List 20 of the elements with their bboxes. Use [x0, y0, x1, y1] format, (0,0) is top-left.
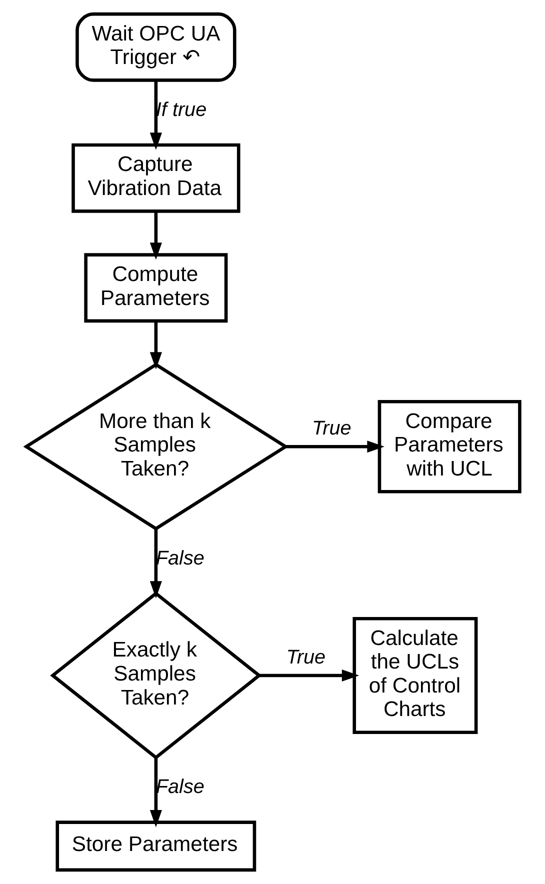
node-box: Calculate the UCLs of Control Charts: [352, 616, 478, 734]
node-diamond: Exactly k Samples Taken?: [50, 591, 262, 760]
arrow: [258, 669, 359, 682]
edge-label: True: [286, 646, 326, 669]
node-box: Capture Vibration Data: [71, 143, 240, 213]
arrow: [149, 80, 162, 150]
node-box: Wait OPC UA Trigger ↶: [75, 12, 236, 82]
arrow: [149, 758, 162, 828]
edge-label: False: [155, 547, 204, 570]
arrow: [149, 212, 162, 260]
edge-label: True: [312, 418, 351, 440]
node-diamond: More than k Samples Taken?: [22, 362, 288, 531]
arrow: [149, 528, 162, 598]
edge-label: False: [155, 776, 204, 798]
node-box: Compare Parameters with UCL: [377, 400, 521, 494]
arrow: [149, 321, 162, 370]
node-box: Compute Parameters: [84, 253, 228, 323]
arrow: [285, 440, 384, 453]
edge-label: If true: [155, 98, 206, 121]
node-box: Store Parameters: [55, 820, 256, 872]
